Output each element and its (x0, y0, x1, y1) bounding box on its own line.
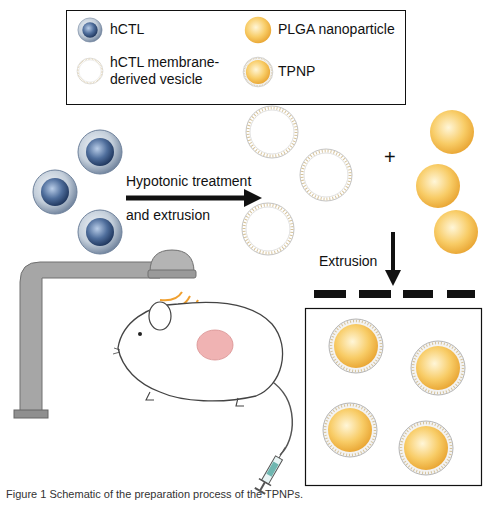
tpnp-particle (399, 421, 453, 475)
process-label: Extrusion (319, 253, 377, 270)
plga-nanoparticle (430, 110, 474, 154)
hctl-cell (78, 210, 122, 254)
legend-nanoparticle-icon (245, 17, 271, 43)
process-arrow (391, 232, 395, 272)
legend-vesicle-icon (77, 58, 103, 84)
legend-text: TPNP (278, 63, 378, 80)
membrane-vesicle (300, 149, 352, 201)
process-label: Hypotonic treatment and extrusion (126, 164, 271, 232)
product-frame (306, 309, 482, 486)
extrusion-filter (314, 290, 475, 298)
hctl-cell (33, 170, 77, 214)
legend-tpnp-icon (243, 57, 273, 87)
arrow-head (385, 270, 401, 286)
membrane-vesicle (242, 203, 294, 255)
syringe (254, 444, 291, 494)
hctl-cell (78, 130, 122, 174)
tumor (197, 330, 233, 360)
process-arrow (126, 196, 246, 201)
legend-frame (67, 11, 406, 105)
legend-text: PLGA nanoparticle (278, 21, 403, 38)
legend-cell-icon (78, 18, 102, 42)
tpnp-particle (329, 319, 383, 373)
plga-nanoparticle (434, 210, 478, 254)
figure-caption: Figure 1 Schematic of the preparation pr… (6, 487, 486, 501)
plga-nanoparticle (416, 164, 460, 208)
membrane-vesicle (246, 106, 298, 158)
plus-sign: + (384, 146, 396, 168)
tpnp-particle (411, 341, 465, 395)
legend-text: hCTL membrane-derived vesicle (110, 54, 230, 88)
mouse (113, 302, 292, 455)
legend-text: hCTL (110, 21, 200, 38)
tpnp-particle (323, 403, 377, 457)
